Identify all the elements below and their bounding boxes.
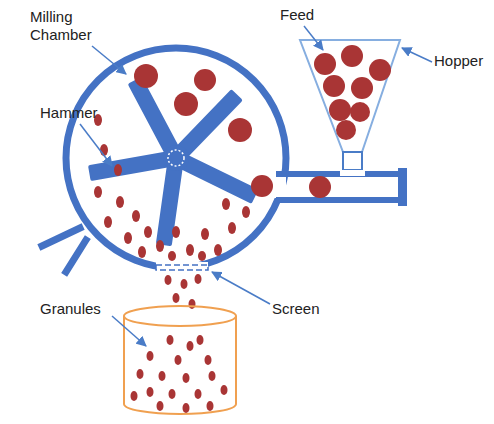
particles (94, 114, 250, 261)
feed-ball (309, 176, 331, 198)
pipe-flange (398, 168, 407, 206)
falling-granules (165, 274, 202, 309)
part-label: Hopper (434, 52, 483, 70)
milling-chamber (66, 48, 286, 268)
feed-pipe (276, 174, 400, 200)
discharge-chute (42, 228, 86, 272)
screen-gap (156, 262, 208, 274)
pipe-inlet (340, 170, 365, 176)
collected-granules (131, 335, 228, 413)
leader-lines (80, 26, 432, 346)
granule-container (124, 306, 236, 414)
part-label: Granules (40, 300, 101, 318)
hopper (300, 40, 400, 152)
part-label: Hammer (40, 104, 98, 122)
part-label: Feed (280, 6, 314, 24)
part-label: Milling Chamber (30, 8, 102, 44)
pipe-opening (272, 176, 286, 198)
feed-balls (314, 45, 391, 140)
hopper-outlet (343, 152, 362, 170)
part-label: Screen (272, 300, 320, 318)
hammer-rotor (88, 77, 259, 247)
feed-in-chamber (134, 64, 273, 197)
screen (156, 265, 208, 270)
